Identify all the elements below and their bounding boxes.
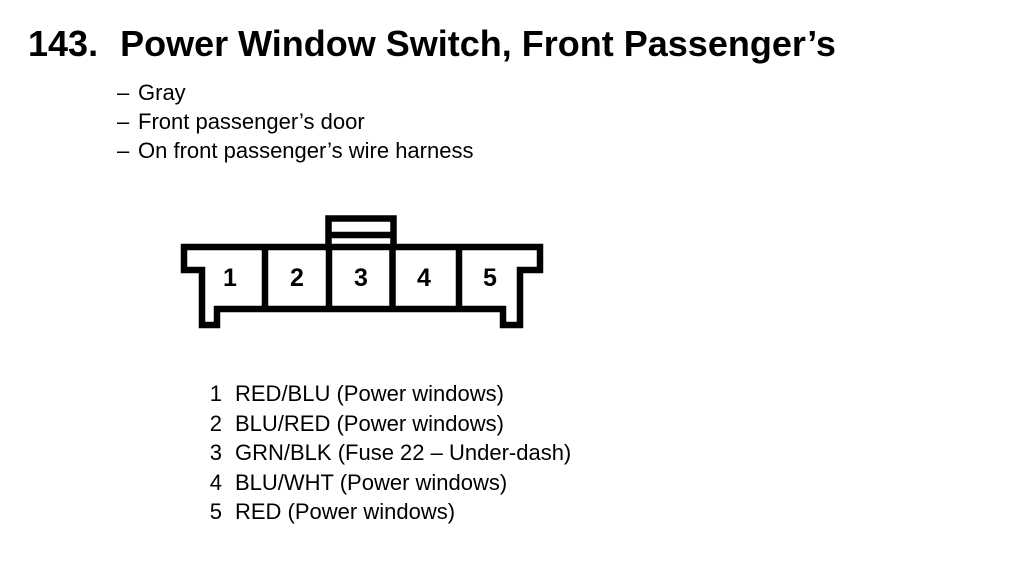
bullet-dash: –: [117, 138, 130, 163]
bullet-dash: –: [117, 80, 130, 105]
pin-legend-row: 3 GRN/BLK (Fuse 22 – Under-dash): [204, 438, 572, 468]
note-item: –Gray: [117, 78, 473, 107]
pin-legend-row: 4 BLU/WHT (Power windows): [204, 468, 571, 498]
connector-pin-5: 5: [483, 264, 497, 292]
lock-tab: [325, 215, 397, 246]
item-number: 143.: [28, 23, 99, 64]
pin-number: 4: [209, 469, 222, 495]
pin-legend: 1 RED/BLU (Power windows) 2 BLU/RED (Power …: [204, 379, 572, 527]
note-text: Gray: [138, 80, 186, 105]
pin-description: RED/BLU (Power windows): [235, 381, 504, 406]
pin-legend-row: 2 BLU/RED (Power windows): [204, 409, 571, 439]
pin-description: BLU/RED (Power windows): [235, 410, 504, 436]
pin-description: BLU/WHT (Power windows): [235, 469, 508, 495]
connector-pin-2: 2: [290, 264, 304, 292]
item-title: Power Window Switch, Front Passenger’s: [120, 23, 836, 64]
pin-description: GRN/BLK (Fuse 22 – Under-dash): [235, 440, 572, 465]
pin-legend-row: 1 RED/BLU (Power windows): [204, 379, 571, 409]
bullet-dash: –: [117, 109, 130, 134]
note-text: Front passenger’s door: [138, 109, 365, 134]
connector-pin-4: 4: [417, 264, 431, 292]
pin-divider-lines: [261, 244, 463, 312]
connector-body-outline: [180, 243, 544, 329]
pin-legend-row: 5 RED (Power windows): [204, 497, 571, 527]
page-title: 143. Power Window Switch, Front Passenge…: [28, 23, 836, 65]
pin-number: 1: [209, 381, 222, 406]
connector-pin-1: 1: [223, 264, 237, 292]
connector-drawing: [180, 215, 544, 329]
pin-number: 5: [209, 499, 222, 524]
connector-pin-3: 3: [354, 264, 368, 292]
note-text: On front passenger’s wire harness: [138, 138, 474, 163]
note-item: –Front passenger’s door: [117, 107, 473, 136]
note-item: –On front passenger’s wire harness: [117, 136, 473, 165]
pin-number: 2: [209, 410, 222, 436]
pin-number: 3: [209, 440, 222, 465]
pin-description: RED (Power windows): [235, 499, 456, 524]
notes-list: –Gray–Front passenger’s door–On front pa…: [117, 78, 473, 165]
